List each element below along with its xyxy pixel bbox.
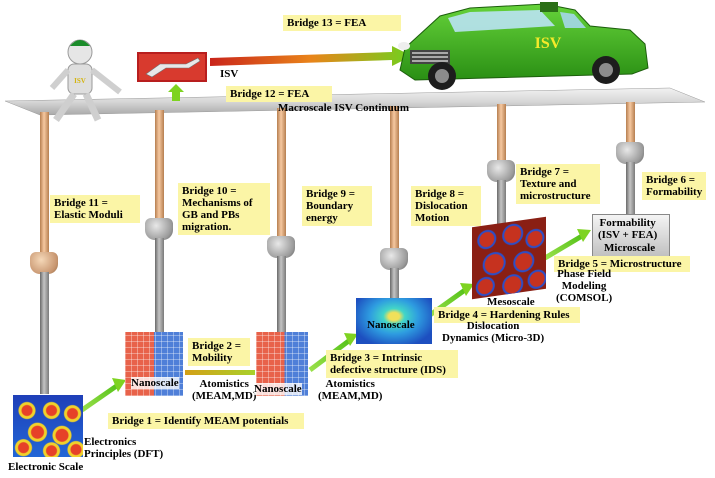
pole-5-steel — [497, 180, 506, 224]
microscale-label: Microscale — [604, 242, 656, 254]
electronic-scale-image — [13, 395, 83, 457]
phase-field-label: Phase Field Modeling (COMSOL) — [556, 268, 613, 304]
pole-3-copper — [277, 108, 286, 238]
nanoscale-label-2: Nanoscale — [254, 383, 302, 395]
continuum-beam — [4, 87, 706, 116]
pole-1-hand — [30, 252, 58, 274]
nanoscale-label-1: Nanoscale — [131, 377, 179, 389]
electronics-principles-label: Electronics Principles (DFT) — [84, 436, 164, 460]
pole-4-hand — [380, 248, 408, 270]
nanoscale-label-3: Nanoscale — [367, 319, 415, 331]
arrow-electronic-to-nano — [80, 382, 120, 413]
arrow-head-2 — [344, 333, 358, 346]
nanoscale-image-3 — [356, 298, 432, 344]
bridge-10-note: Bridge 10 = Mechanisms of GB and PBs mig… — [178, 183, 270, 235]
mesoscale-image — [472, 216, 546, 300]
bridge-1-note: Bridge 1 = Identify MEAM potentials — [108, 413, 304, 429]
robot-logo: ISV — [74, 77, 86, 85]
bridge-12-note: Bridge 12 = FEA — [226, 86, 332, 102]
pole-6-steel — [626, 162, 635, 214]
pole-4-steel — [390, 268, 399, 300]
bridge-6-note: Bridge 6 = Formability — [642, 172, 706, 200]
continuum-label: Macroscale ISV Continuum — [278, 102, 409, 114]
arrow-head-1 — [112, 378, 126, 392]
bridge-3-note: Bridge 3 = Intrinsic defective structure… — [326, 350, 458, 378]
bridge-8-note: Bridge 8 = Dislocation Motion — [411, 186, 481, 226]
bridge-9-note: Bridge 9 = Boundary energy — [302, 186, 372, 226]
bridge-4-note: Bridge 4 = Hardening Rules — [434, 307, 580, 323]
isv-specimen-image — [137, 52, 207, 82]
pole-1-copper — [40, 112, 49, 252]
dislocation-label: Dislocation Dynamics (Micro-3D) — [442, 320, 545, 344]
bridge-5-note: Bridge 5 = Microstructure — [554, 256, 690, 272]
pole-6-copper — [626, 102, 635, 142]
formability-box-label: Formability (ISV + FEA) — [598, 217, 658, 241]
pole-2-hand — [145, 218, 173, 240]
atomistics-label-2: Atomistics (MEAM,MD) — [318, 378, 383, 402]
mesoscale-label: Mesoscale — [487, 296, 535, 308]
pole-3-steel — [277, 256, 286, 334]
pole-4-copper — [390, 106, 399, 250]
pole-3-hand — [267, 236, 295, 258]
pole-5-copper — [497, 104, 506, 160]
pole-1-steel — [40, 272, 49, 394]
isv-to-car-arrow — [210, 46, 412, 66]
bridge-7-note: Bridge 7 = Texture and microstructure — [516, 164, 600, 204]
car-logo: ISV — [535, 35, 562, 52]
electronic-scale-label: Electronic Scale — [8, 461, 84, 473]
connector-nano1-nano2 — [185, 370, 255, 375]
atomistics-label-1: Atomistics (MEAM,MD) — [192, 378, 257, 402]
pole-5-hand — [487, 160, 515, 182]
bridge-13-note: Bridge 13 = FEA — [283, 15, 401, 31]
pole-6-hand — [616, 142, 644, 164]
up-arrow-to-isv — [168, 84, 184, 101]
arrow-head-3 — [460, 283, 474, 296]
bridge-11-note: Bridge 11 = Elastic Moduli — [50, 195, 140, 223]
pole-2-steel — [155, 238, 164, 333]
car-image — [398, 2, 649, 90]
pole-2-copper — [155, 110, 164, 218]
arrow-head-4 — [577, 229, 591, 242]
arrow-meso-to-micro — [543, 233, 584, 261]
isv-label: ISV — [220, 68, 239, 80]
robot-figure — [49, 39, 122, 122]
bridge-2-note: Bridge 2 = Mobility — [188, 338, 250, 366]
